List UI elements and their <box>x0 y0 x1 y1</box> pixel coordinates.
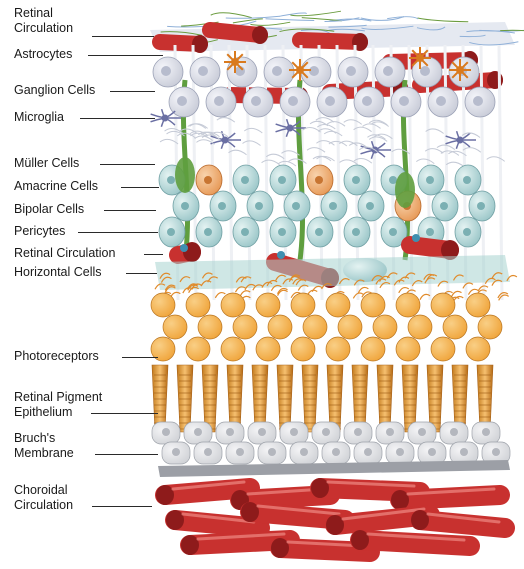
label-astrocytes: Astrocytes <box>14 47 72 62</box>
label-photoreceptors: Photoreceptors <box>14 349 99 364</box>
leader-line-retinal-circulation-mid <box>144 254 163 255</box>
label-microglia: Microglia <box>14 110 64 125</box>
leader-line-amacrine-cells <box>121 187 159 188</box>
leader-line-microglia <box>80 118 155 119</box>
leader-line-pericytes <box>78 232 158 233</box>
label-bipolar-cells: Bipolar Cells <box>14 202 84 217</box>
leader-line-ganglion-cells <box>110 91 155 92</box>
leader-line-bruchs-membrane <box>95 454 158 455</box>
leader-line-bipolar-cells <box>104 210 156 211</box>
leader-line-muller-cells <box>100 164 155 165</box>
leader-line-retinal-circulation-top <box>92 36 154 37</box>
leader-line-choroidal-circulation <box>92 506 152 507</box>
bipolar-cell-layer <box>159 157 495 247</box>
label-pericytes: Pericytes <box>14 224 65 239</box>
label-muller-cells: Müller Cells <box>14 156 79 171</box>
choroidal-vessels <box>156 478 505 558</box>
label-horizontal-cells: Horizontal Cells <box>14 265 102 280</box>
label-amacrine-cells: Amacrine Cells <box>14 179 98 194</box>
retinal-pigment-epithelium <box>152 422 510 464</box>
label-ganglion-cells: Ganglion Cells <box>14 83 95 98</box>
leader-line-retinal-pigment-epithelium <box>91 413 158 414</box>
leader-line-photoreceptors <box>122 357 158 358</box>
leader-line-astrocytes <box>88 55 163 56</box>
photoreceptor-layer <box>151 293 502 432</box>
label-retinal-circulation-mid: Retinal Circulation <box>14 246 115 261</box>
leader-line-horizontal-cells <box>126 273 157 274</box>
